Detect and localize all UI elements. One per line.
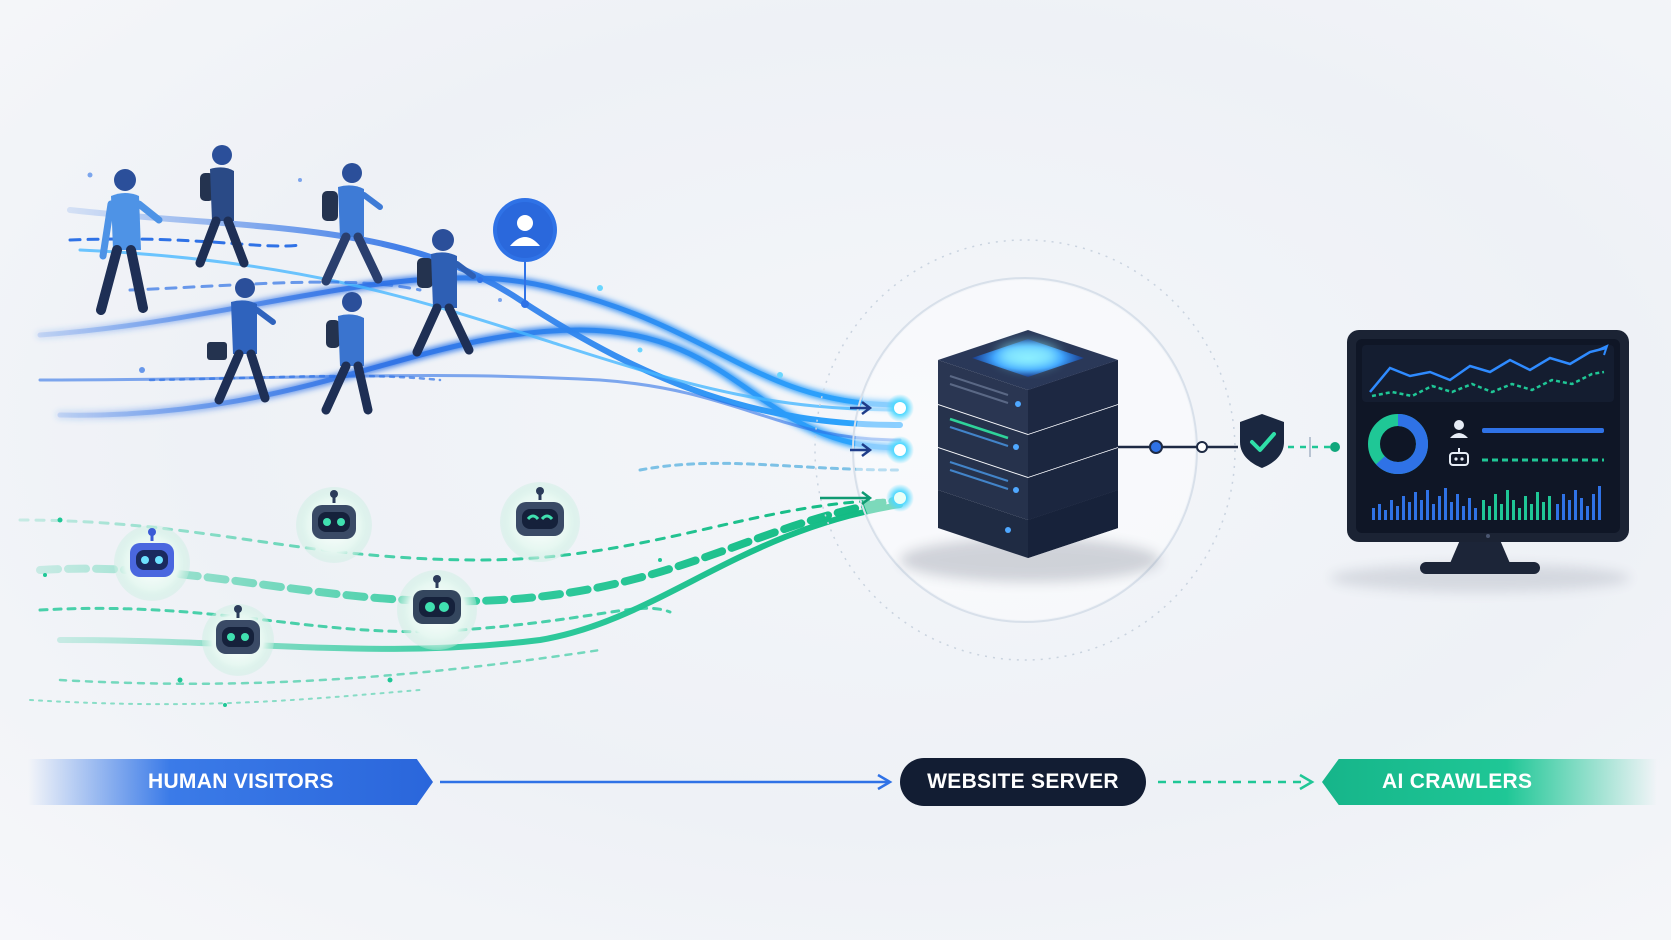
human-flow-streams: [36, 207, 905, 453]
robot-icon: [500, 482, 580, 562]
person-icon: [321, 163, 383, 286]
server-output-connector: [1118, 437, 1340, 457]
person-icon: [195, 145, 249, 268]
bottom-flow-arrows: [440, 773, 1315, 791]
ai-crawlers-group: [114, 482, 580, 676]
person-icon: [412, 229, 476, 357]
robot-icon: [397, 570, 477, 650]
analytics-monitor: [1330, 330, 1630, 592]
robot-icon: [296, 487, 372, 563]
ai-crawlers-label: AI CRAWLERS: [1322, 759, 1657, 805]
server-input-ports: [820, 394, 914, 512]
dashboard-bar-chart: [1372, 486, 1601, 520]
human-visitors-group: [96, 145, 476, 415]
robot-icon: [202, 604, 274, 676]
server-shadow: [900, 538, 1160, 582]
user-icon: [1450, 420, 1468, 438]
person-icon: [96, 169, 163, 315]
website-server-label: WEBSITE SERVER: [900, 758, 1146, 806]
robot-icon: [114, 525, 190, 601]
server-icon: [938, 330, 1118, 558]
person-icon: [321, 292, 373, 415]
human-visitors-label: HUMAN VISITORS: [28, 759, 433, 805]
person-icon: [207, 278, 276, 405]
robot-icon: [1449, 448, 1469, 466]
user-icon: [493, 198, 557, 308]
shield-check-icon: [1240, 414, 1284, 468]
